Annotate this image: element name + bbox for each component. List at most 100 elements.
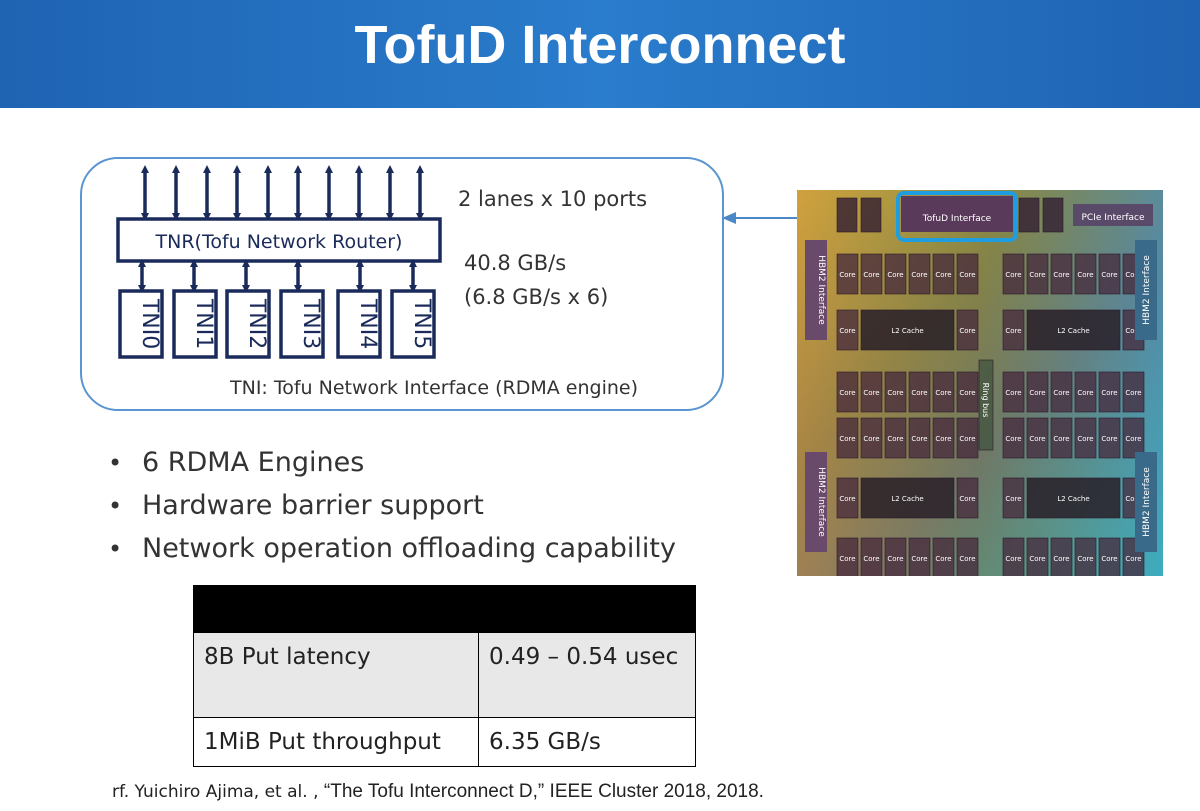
tni-links [138, 259, 417, 293]
die-block-label: Core [1101, 555, 1117, 563]
die-block-label: Core [1125, 495, 1141, 503]
performance-table: 8B Put latency 0.49 – 0.54 usec 1MiB Put… [193, 585, 696, 767]
table-row: 8B Put latency 0.49 – 0.54 usec [193, 632, 696, 718]
die-block-label: Core [839, 435, 855, 443]
die-block [1074, 371, 1097, 413]
die-block [836, 309, 859, 351]
hbm-label: HBM2 Interface [816, 255, 826, 325]
tni-label: TNI0 [137, 298, 162, 349]
die-block [1050, 417, 1073, 459]
hbm-label: HBM2 Interface [1142, 467, 1152, 537]
ring-bus-label: Ring bus [981, 383, 990, 418]
hbm-strip [1135, 452, 1157, 552]
lanes-note: 2 lanes x 10 ports [458, 187, 648, 211]
die-block-label: Core [1029, 271, 1045, 279]
die-block-label: L2 Cache [1057, 495, 1089, 503]
die-block [956, 253, 979, 295]
die-block-label: Core [839, 389, 855, 397]
die-block-label: Core [1053, 271, 1069, 279]
tni-label-group: TNI0 TNI1 TNI2 TNI3 TNI4 TNI5 [137, 298, 434, 349]
die-block-label: Core [1005, 327, 1021, 335]
tni-box [118, 289, 164, 359]
die-block-label: Core [935, 271, 951, 279]
die-block-label: Core [1077, 435, 1093, 443]
tni-label: TNI2 [244, 298, 269, 349]
die-block [956, 309, 979, 351]
tni-caption: TNI: Tofu Network Interface (RDMA engine… [230, 377, 638, 399]
tofud-interface-block [901, 196, 1013, 232]
die-block-label: Core [1101, 271, 1117, 279]
die-block-label: Core [1029, 435, 1045, 443]
die-block-label: Core [959, 495, 975, 503]
die-block-label: Core [1053, 555, 1069, 563]
die-block [1074, 253, 1097, 295]
hbm-label: HBM2 Interface [1142, 255, 1152, 325]
tni-box [336, 289, 382, 359]
die-block-label: Core [911, 389, 927, 397]
die-block [884, 417, 907, 459]
die-block [908, 371, 931, 413]
port-arrows [141, 165, 424, 221]
slide-title: TofuD Interconnect [354, 15, 846, 75]
die-block-label: Core [1005, 495, 1021, 503]
die-block [1002, 371, 1025, 413]
die-block-label: Core [911, 271, 927, 279]
die-block [860, 309, 955, 351]
die-block [1122, 371, 1145, 413]
die-block-label: Core [1005, 389, 1021, 397]
tni-label: TNI5 [409, 298, 434, 349]
die-block [956, 371, 979, 413]
die-block [884, 371, 907, 413]
die-block-label: Core [839, 555, 855, 563]
die-block-label: Core [863, 555, 879, 563]
die-block-label: Core [959, 271, 975, 279]
die-block [1050, 253, 1073, 295]
die-block [1002, 417, 1025, 459]
tni-label: TNI1 [191, 298, 216, 349]
die-block-label: L2 Cache [1057, 327, 1089, 335]
pcie-block [1073, 204, 1153, 226]
die-block [1122, 417, 1145, 459]
tofud-highlight [896, 191, 1018, 242]
die-block [860, 371, 883, 413]
table-row: 1MiB Put throughput 6.35 GB/s [193, 717, 696, 767]
die-block-label: Core [1053, 389, 1069, 397]
die-block-label: Core [839, 271, 855, 279]
die-block-label: Core [959, 435, 975, 443]
die-block [956, 417, 979, 459]
die-block-label: Core [1077, 271, 1093, 279]
die-block-label: L2 Cache [891, 327, 923, 335]
die-block-label: Core [1029, 555, 1045, 563]
bandwidth-label: 40.8 GB/s [464, 251, 567, 275]
die-block-label: Core [1005, 435, 1021, 443]
die-block [932, 417, 955, 459]
metric-cell: 8B Put latency [193, 632, 479, 718]
feature-item: •Hardware barrier support [104, 486, 676, 529]
die-block-label: Core [863, 271, 879, 279]
bullet-icon: • [108, 449, 123, 477]
die-block [1098, 371, 1121, 413]
die-block [932, 371, 955, 413]
die-block [860, 253, 883, 295]
die-block-label: Core [887, 555, 903, 563]
reference-citation: rf. Yuichiro Ajima, et al. , “The Tofu I… [112, 781, 764, 802]
die-block [860, 417, 883, 459]
die-block-label: Core [1125, 327, 1141, 335]
feature-list: •6 RDMA Engines •Hardware barrier suppor… [104, 443, 676, 572]
bullet-icon: • [108, 535, 123, 563]
die-block [1042, 197, 1064, 233]
tni-box [390, 289, 436, 359]
die-block-label: Core [1125, 555, 1141, 563]
die-block [884, 253, 907, 295]
die-block [836, 417, 859, 459]
die-block-label: Core [1101, 435, 1117, 443]
tofud-label: TofuD Interface [922, 214, 992, 224]
die-block [836, 197, 858, 233]
die-block-label: Core [839, 495, 855, 503]
die-block-label: Core [1077, 389, 1093, 397]
die-block [1050, 371, 1073, 413]
die-block [860, 197, 882, 233]
die-block-label: L2 Cache [891, 495, 923, 503]
die-block [932, 253, 955, 295]
